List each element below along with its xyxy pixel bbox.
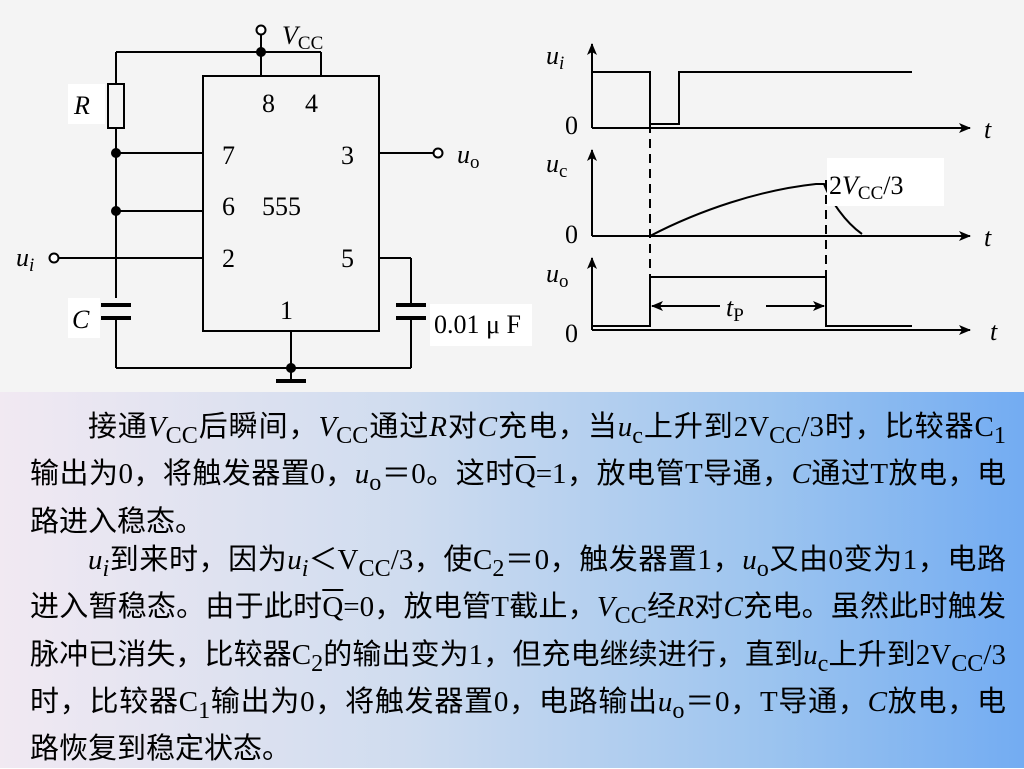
r-label: R	[73, 91, 90, 120]
pin-5: 5	[341, 244, 354, 273]
pin-1: 1	[280, 296, 293, 325]
waveform-axes	[587, 43, 971, 335]
tp-label: tP	[726, 293, 744, 326]
vcc-label: VCC	[282, 21, 323, 54]
uo-label: uo	[457, 140, 480, 173]
pin-8: 8	[262, 89, 275, 118]
resistor-r	[107, 83, 125, 129]
text-area	[0, 392, 1024, 768]
uc-zero: 0	[565, 220, 578, 249]
vcc-terminal	[255, 24, 267, 36]
circuit-and-waveforms: VCC R C ui uo 555 8 4 7 3 6 2 5 1 0.01 μ…	[16, 21, 998, 383]
input-terminal	[48, 252, 60, 264]
uo-t-label: t	[990, 317, 998, 346]
ui-zero: 0	[565, 111, 578, 140]
cap-value-label: 0.01 μ F	[434, 310, 521, 339]
c-label: C	[72, 305, 90, 334]
ui-t-label: t	[984, 115, 992, 144]
output-terminal	[432, 147, 444, 159]
pin-7: 7	[222, 141, 235, 170]
chip-name: 555	[262, 192, 301, 221]
junction-pin7	[111, 148, 121, 158]
ui-waveform	[592, 71, 912, 125]
wave-uo-label: uo	[546, 259, 569, 292]
paragraph-stable-state: 接通VCC后瞬间，VCC通过R对C充电，当uc上升到2VCC/3时，比较器C1输…	[30, 411, 1006, 538]
ui-label: ui	[16, 243, 34, 276]
junction-ground	[286, 363, 296, 373]
pin-6: 6	[222, 192, 235, 221]
uo-zero: 0	[565, 319, 578, 348]
wave-uc-label: uc	[546, 149, 567, 182]
threshold-label: 2VCC/3	[829, 171, 903, 204]
uo-waveform	[592, 276, 912, 327]
explanation-text: 接通VCC后瞬间，VCC通过R对C充电，当uc上升到2VCC/3时，比较器C1输…	[30, 408, 1006, 769]
uc-waveform	[649, 183, 863, 237]
pin-4: 4	[305, 89, 318, 118]
pin-2: 2	[222, 244, 235, 273]
waveform-traces	[592, 71, 912, 327]
junction-vcc	[256, 47, 266, 57]
paragraph-transient-state: ui到来时，因为ui＜VCC/3，使C2＝0，触发器置1，uo又由0变为1，电路…	[30, 544, 1007, 766]
pin-3: 3	[341, 141, 354, 170]
uc-t-label: t	[984, 223, 992, 252]
junction-pin6	[111, 206, 121, 216]
wave-ui-label: ui	[546, 41, 564, 74]
